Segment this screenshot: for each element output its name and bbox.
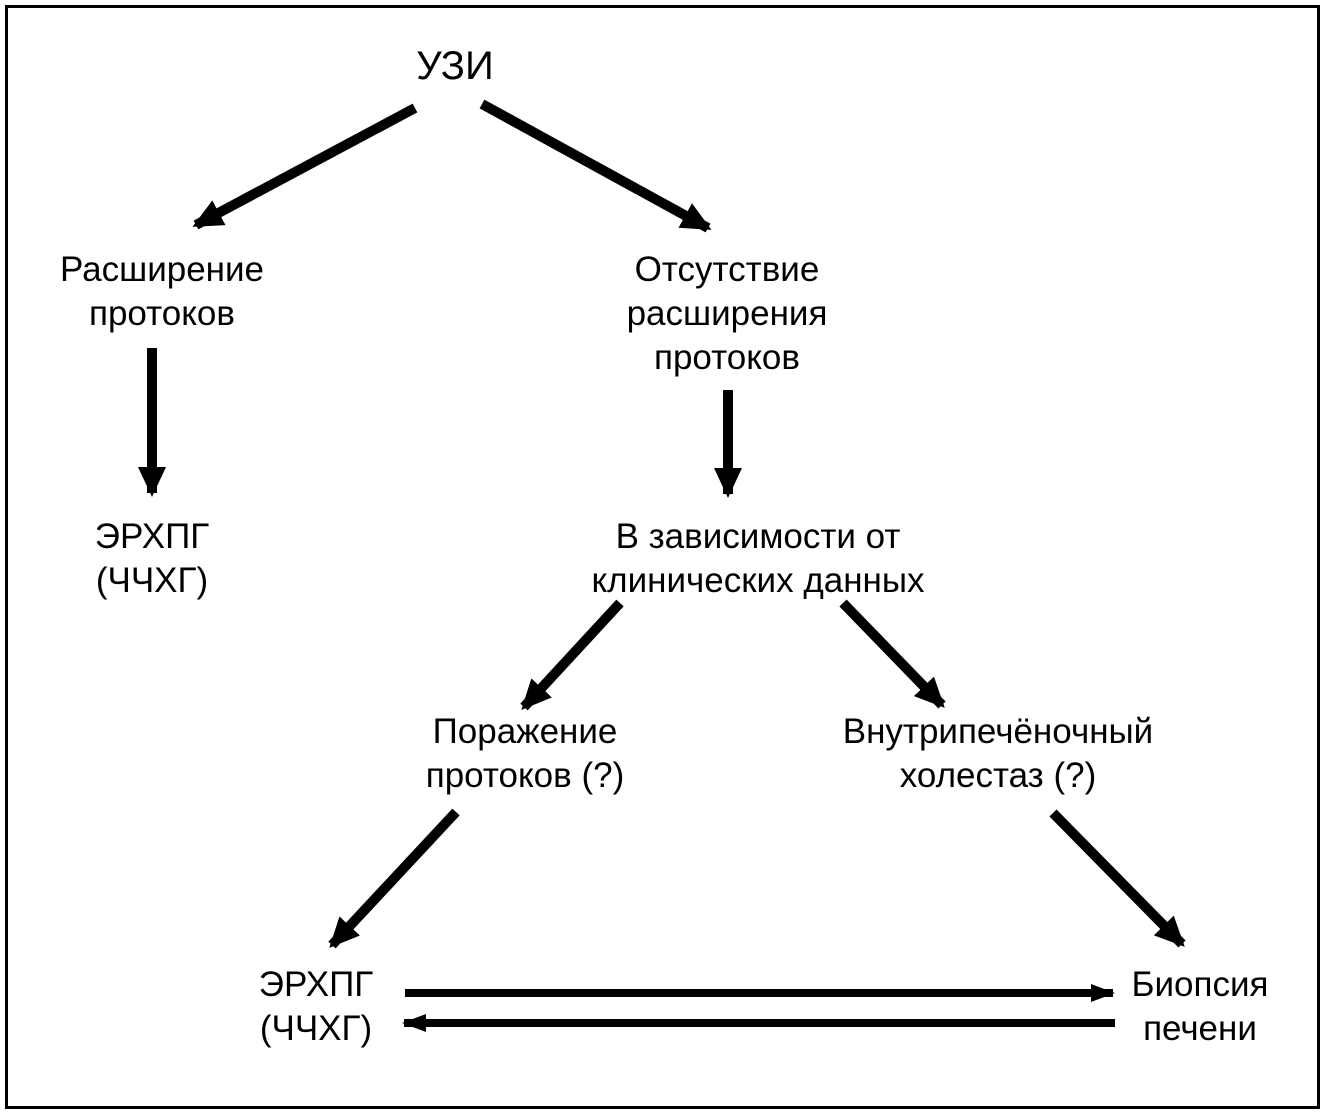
edge-clinical-to-duct-lesion bbox=[520, 599, 624, 711]
edge-uzi-to-no-dilation bbox=[479, 99, 712, 233]
node-duct-lesion: Поражение протоков (?) bbox=[425, 712, 625, 795]
node-no-duct-dilation: Отсутствие расширения протоков bbox=[626, 250, 828, 377]
edge-uzi-to-dilation bbox=[192, 103, 418, 230]
node-uzi: УЗИ bbox=[416, 44, 494, 88]
diagram-frame bbox=[5, 5, 1320, 1109]
edge-duct-lesion-to-ercp-bottom bbox=[328, 808, 460, 949]
edge-intrahepatic-to-biopsy bbox=[1049, 809, 1186, 948]
node-ercp-bottom: ЭРХПГ (ЧЧХГ) bbox=[258, 965, 374, 1048]
node-intrahepatic-cholestasis: Внутрипечёночный холестаз (?) bbox=[842, 712, 1154, 795]
edge-clinical-to-intrahepatic bbox=[839, 599, 946, 709]
node-clinical-data: В зависимости от клинических данных bbox=[591, 517, 925, 600]
node-duct-dilation: Расширение протоков bbox=[59, 250, 265, 333]
node-ercp-left: ЭРХПГ (ЧЧХГ) bbox=[94, 517, 210, 600]
node-liver-biopsy: Биопсия печени bbox=[1131, 965, 1269, 1048]
